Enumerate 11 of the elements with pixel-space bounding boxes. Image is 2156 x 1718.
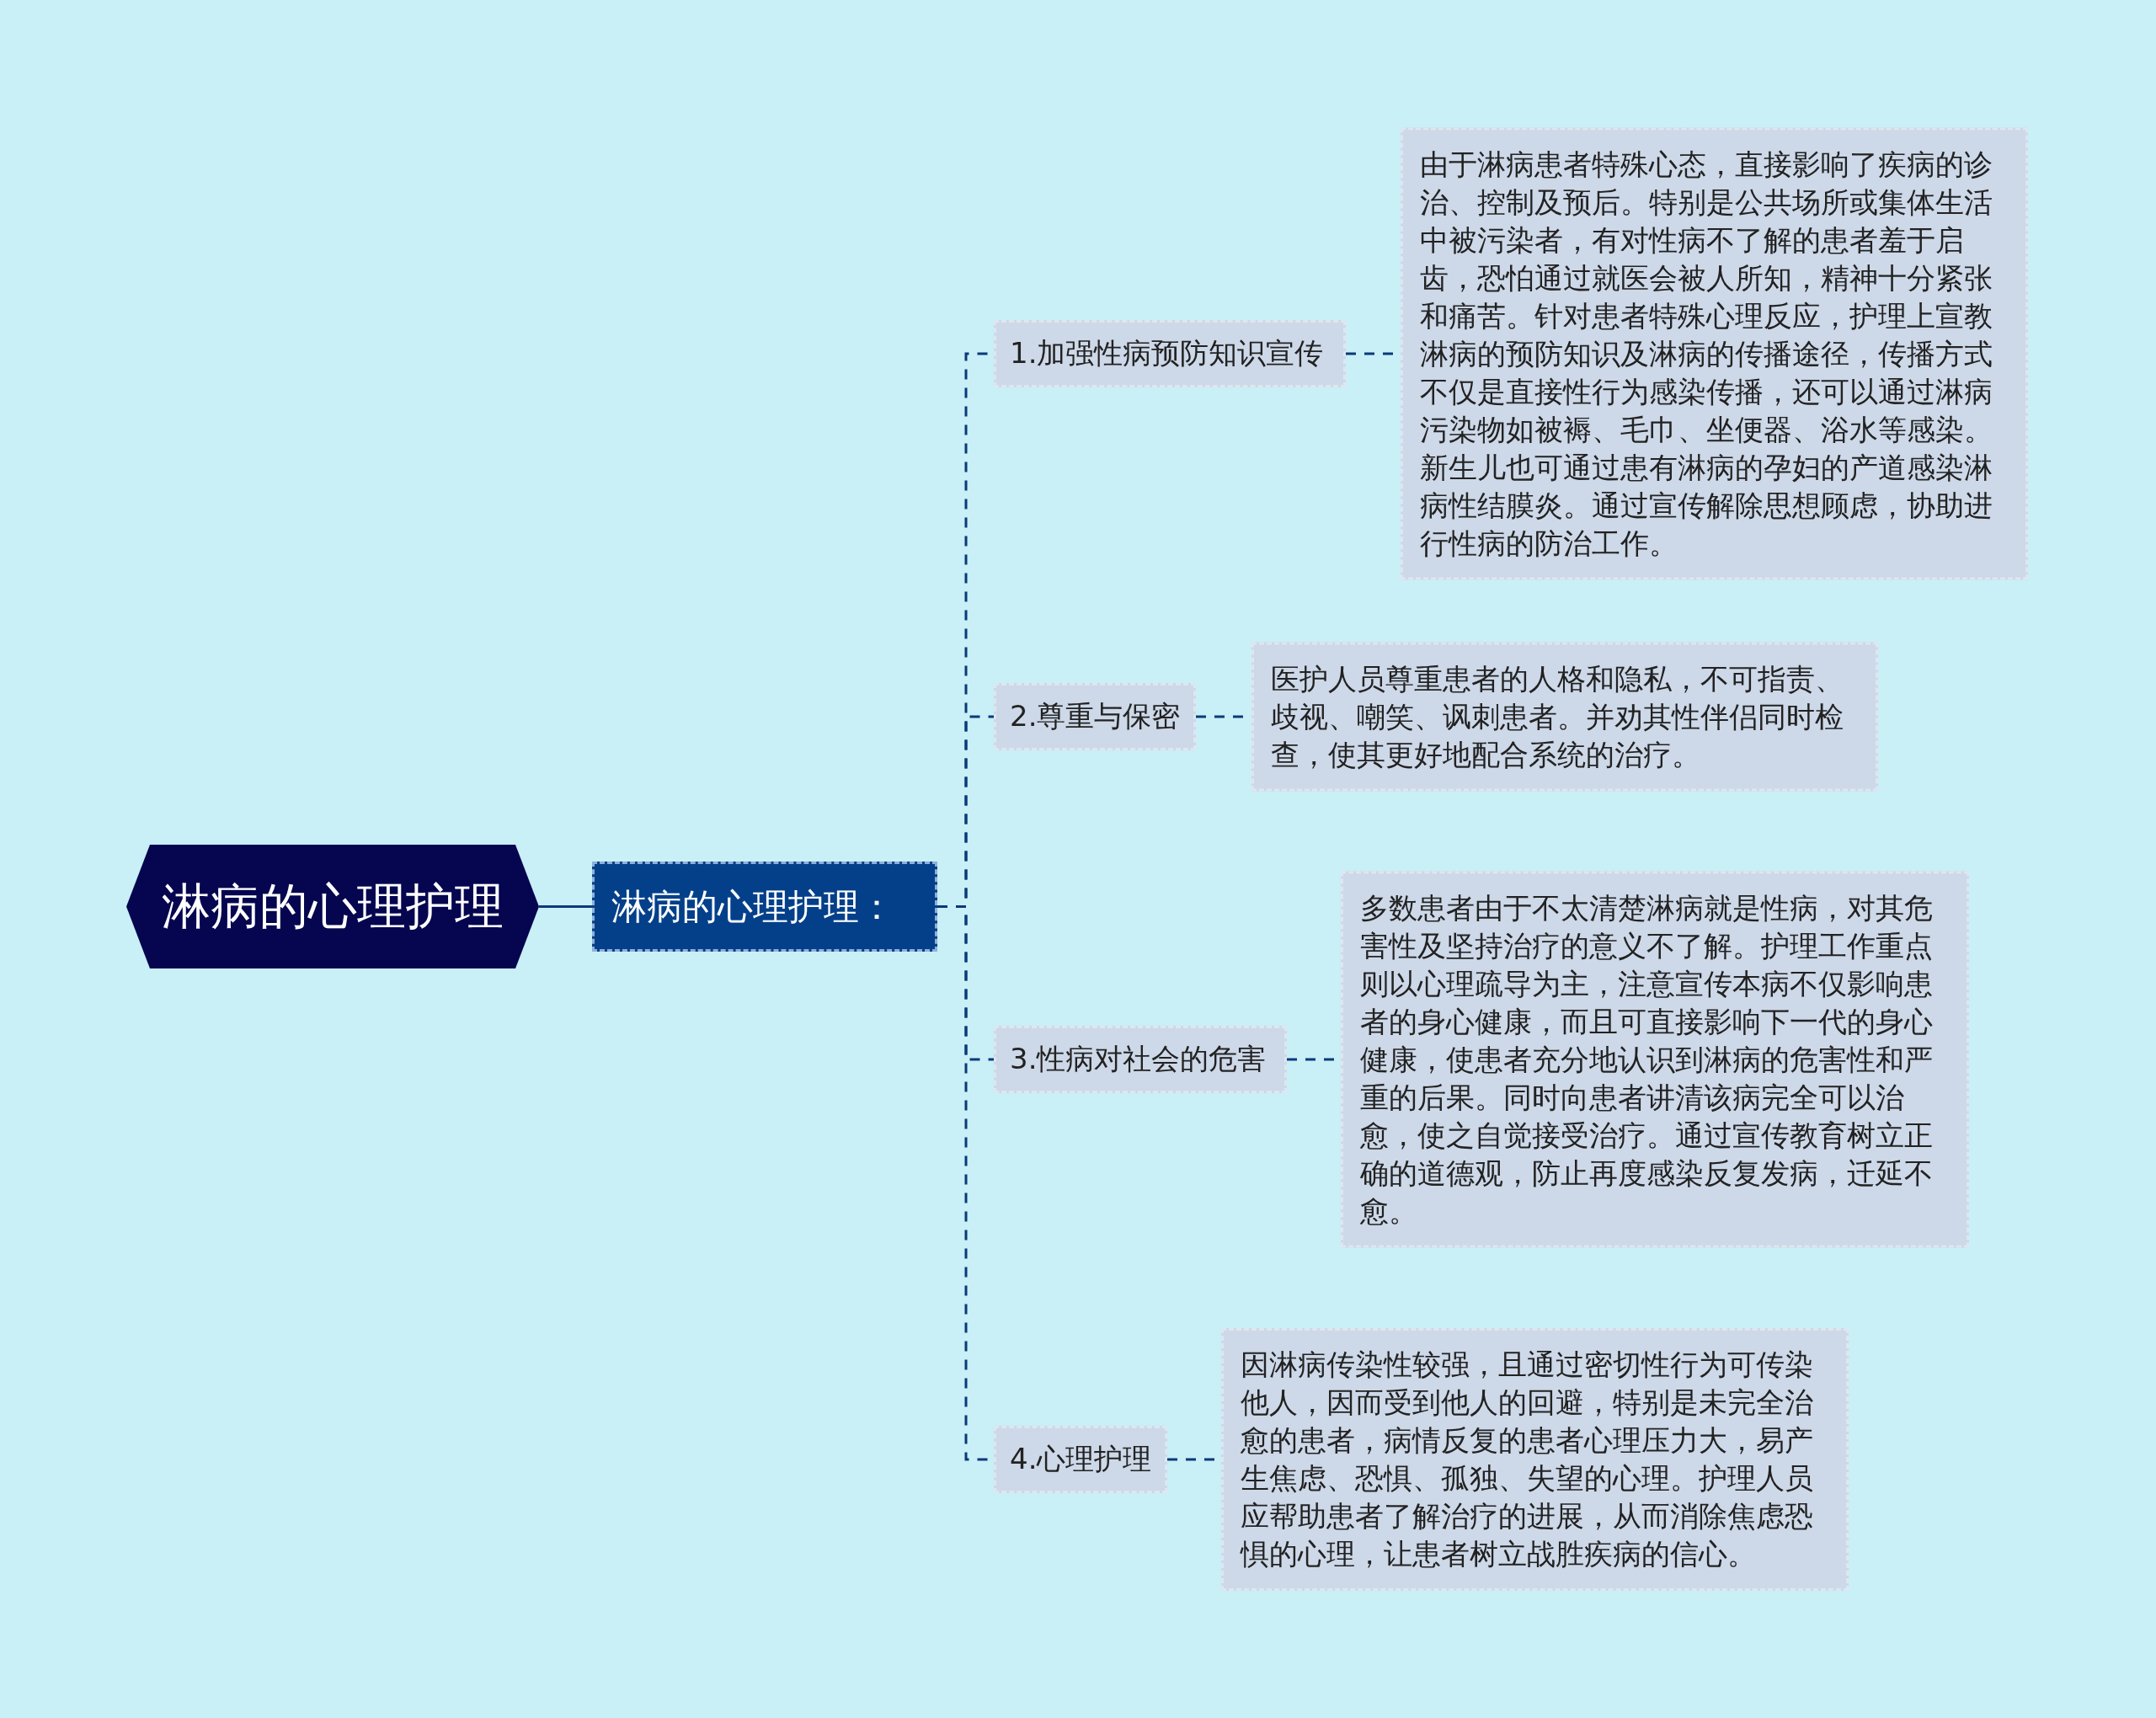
note-box: 由于淋病患者特殊心态，直接影响了疾病的诊治、控制及预后。特别是公共场所或集体生活中被污染者，有对性病不了解的患者羞于启齿，恐怕通过就医会被人所知，精神十分紧张和痛苦。针对患者特殊心理反应，护理上宣教淋病的预防知识及淋病的传播途径，传播方式不仅是直接性行为感染传播，还可以通过淋病污染物如被褥、毛巾、坐便器、浴水等感染。新生儿也可通过患有淋病的孕妇的产道感染淋病性结膜炎。通过宣传解除思想顾虑，协助进行性病的防治工作。: [1401, 127, 2028, 580]
branch-box: 2.尊重与保密: [994, 683, 1196, 750]
branch-box: 3.性病对社会的危害: [994, 1026, 1287, 1093]
branch-box: 4.心理护理: [994, 1426, 1167, 1493]
note-box: 多数患者由于不太清楚淋病就是性病，对其危害性及坚持治疗的意义不了解。护理工作重点则以心理疏导为主，注意宣传本病不仅影响患者的身心健康，而且可直接影响下一代的身心健康，使患者充分地认识到淋病的危害性和严重的后果。同时向患者讲清该病完全可以治愈，使之自觉接受治疗。通过宣传教育树立正确的道德观，防止再度感染反复发病，迁延不愈。: [1341, 871, 1969, 1248]
topic-box: 淋病的心理护理：: [592, 862, 937, 952]
branch-box: 1.加强性病预防知识宣传: [994, 320, 1346, 387]
note-box: 医护人员尊重患者的人格和隐私，不可指责、歧视、嘲笑、讽刺患者。并劝其性伴侣同时检查，使其更好地配合系统的治疗。: [1251, 642, 1878, 792]
root-hexagon: 淋病的心理护理: [126, 845, 539, 968]
connector-line: [539, 905, 592, 908]
note-box: 因淋病传染性较强，且通过密切性行为可传染他人，因而受到他人的回避，特别是未完全治愈的患者，病情反复的患者心理压力大，易产生焦虑、恐惧、孤独、失望的心理。护理人员应帮助患者了解治疗的进展，从而消除焦虑恐惧的心理，让患者树立战胜疾病的信心。: [1221, 1328, 1849, 1591]
